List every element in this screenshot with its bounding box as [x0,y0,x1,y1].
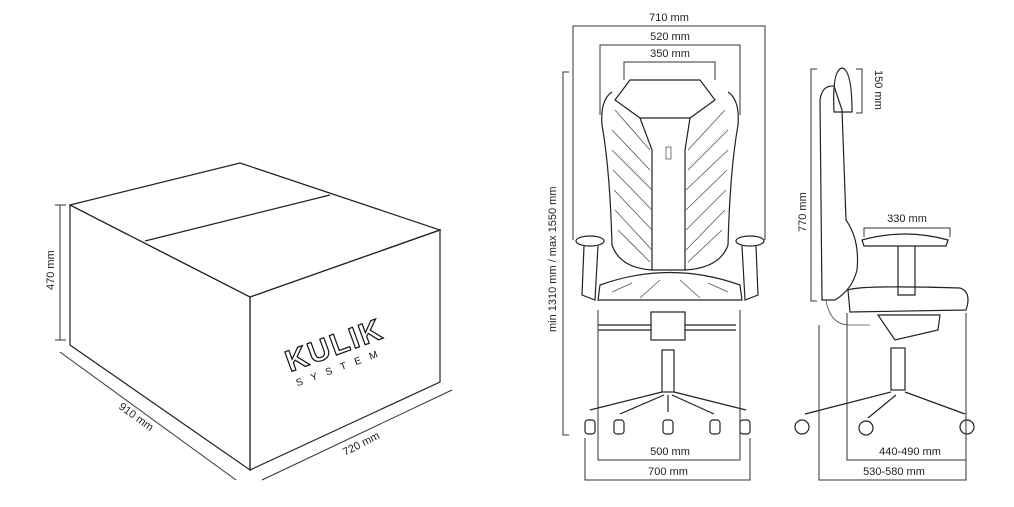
front-dimensions: 710 mm 520 mm 350 mm min 1310 mm / max 1… [547,12,766,481]
back-width-label: 520 mm [650,31,690,43]
box-width-label: 720 mm [341,430,382,459]
side-seat [847,286,969,313]
overall-depth-label: 530-580 mm [863,466,925,478]
headrest-height-label: 150 mm [872,70,884,110]
chair-side-view [794,67,975,436]
box-left-face [69,204,251,472]
seat-depth-label: 440-490 mm [879,446,941,458]
headrest-width-label: 350 mm [650,48,690,60]
height-range-label: min 1310 mm / max 1550 mm [547,187,559,333]
box-height-label: 470 mm [45,250,57,290]
headrest [614,79,716,119]
shipping-box: KULIK SYSTEM [68,162,442,472]
side-backrest [819,85,859,301]
right-armrest [735,235,765,247]
box-dimensions: 470 mm 910 mm 720 mm [45,204,453,481]
side-gas-lift [890,347,906,391]
chair-front-view [575,79,765,435]
box-right-face [249,229,441,471]
back-height-label: 770 mm [797,192,809,232]
casters-side [794,419,975,436]
box-top-face [68,162,442,298]
seat [597,271,743,301]
seat-width-label: 500 mm [650,446,690,458]
box-tape-line [144,194,331,242]
base-width-label: 700 mm [648,466,688,478]
left-armrest [575,235,605,247]
casters-front [584,419,751,435]
side-armrest [861,233,949,247]
armrest-length-label: 330 mm [887,213,927,225]
box-logo: KULIK SYSTEM [281,312,389,389]
side-headrest [833,67,853,113]
overall-width-label: 710 mm [649,12,689,24]
mechanism [650,311,686,341]
gas-lift [661,349,675,393]
side-dimensions: 150 mm 770 mm 330 mm 440-490 mm 530-580 … [797,68,967,481]
